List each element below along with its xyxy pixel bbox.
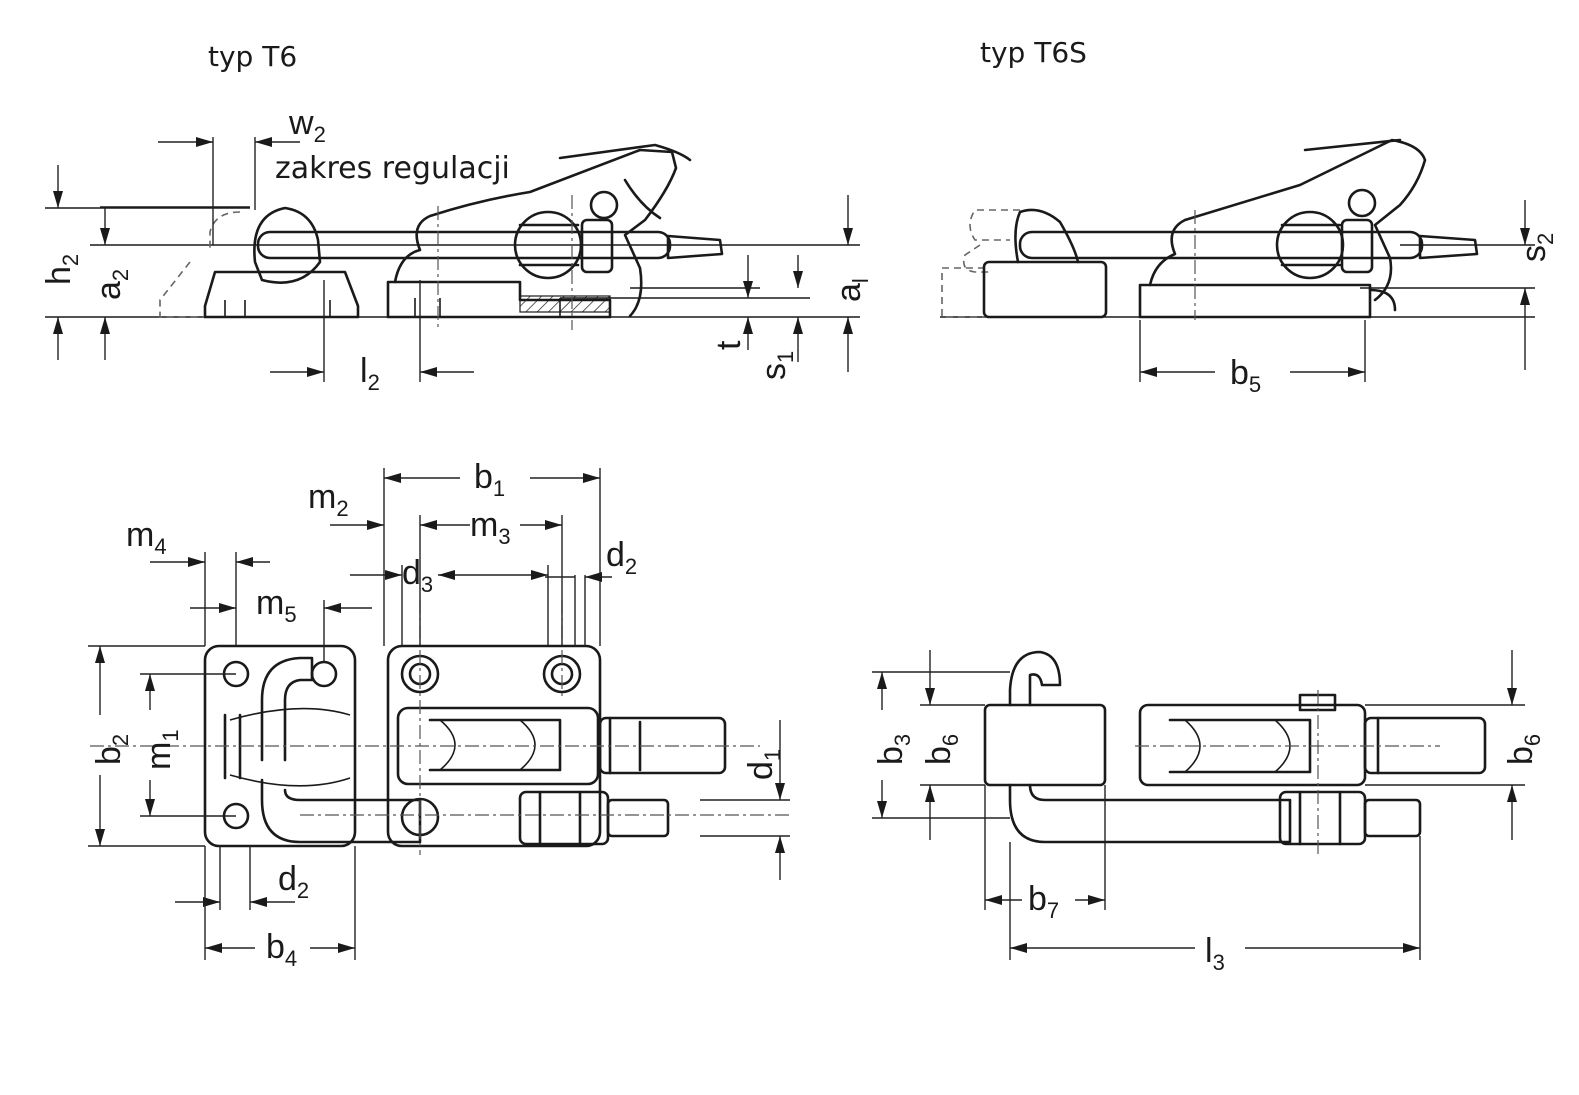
label-b7: b7: [1028, 880, 1059, 923]
dimensions-t6-side: [53, 137, 853, 382]
label-a2: a2: [90, 269, 133, 300]
label-m2: m2: [308, 478, 349, 521]
title-typ-t6: typ T6: [208, 40, 297, 73]
label-d2-bottom: d2: [278, 860, 309, 903]
label-d1: d1: [742, 749, 785, 780]
label-s1: s1: [755, 351, 798, 380]
dimensions-t6s-top: [872, 650, 1525, 960]
label-b4: b4: [266, 928, 297, 971]
label-b6-left: b6: [920, 734, 963, 765]
label-h2: h2: [40, 254, 83, 285]
label-l3: l3: [1205, 932, 1225, 975]
label-a1: al: [830, 278, 873, 302]
dimensions-t6-top: [88, 468, 790, 960]
label-b1: b1: [474, 458, 505, 501]
label-b3: b3: [872, 734, 915, 765]
label-w2: w2: [288, 104, 326, 147]
label-m1: m1: [140, 729, 183, 770]
label-b5: b5: [1230, 354, 1261, 397]
label-m3: m3: [470, 506, 511, 549]
label-zakres-regulacji: zakres regulacji: [275, 151, 510, 186]
label-t: t: [710, 340, 748, 350]
label-s2: s2: [1515, 233, 1558, 262]
side-view-t6: [45, 143, 860, 330]
top-view-t6s: [983, 650, 1487, 855]
top-view-t6: [90, 600, 790, 855]
title-typ-t6s: typ T6S: [980, 36, 1087, 69]
label-d3: d3: [402, 554, 433, 597]
label-m4: m4: [126, 516, 167, 559]
label-l2: l2: [360, 352, 380, 395]
label-d2-top: d2: [606, 536, 637, 579]
dimensions-t6s-side: [1139, 200, 1530, 382]
label-b6-right: b6: [1502, 734, 1545, 765]
side-view-t6s: [940, 138, 1535, 320]
label-m5: m5: [256, 584, 297, 627]
label-b2: b2: [90, 734, 133, 765]
